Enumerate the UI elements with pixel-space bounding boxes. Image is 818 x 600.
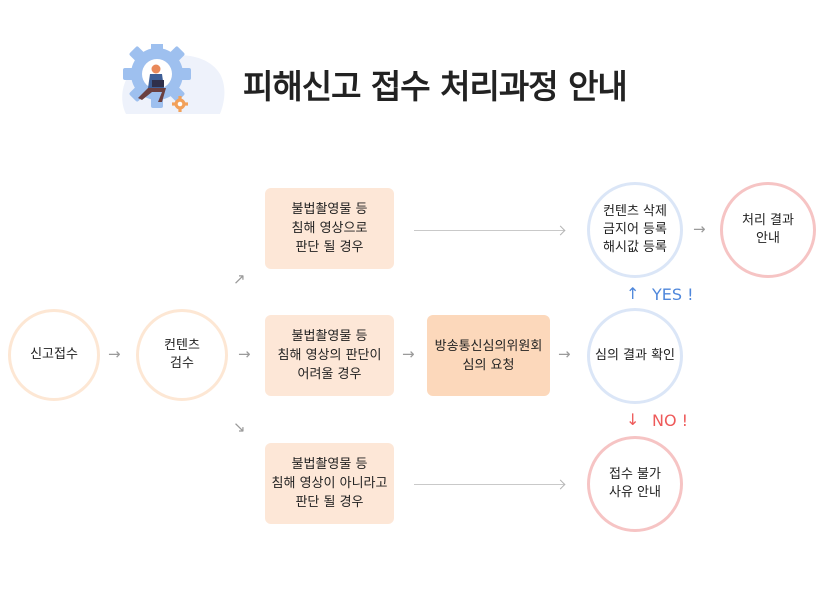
node-check-label: 심의 결과 확인 [594, 348, 676, 363]
node-review-label: 컨텐츠 검수 [164, 338, 200, 371]
arrow-line-bottom [414, 484, 564, 485]
case-bottom-label: 불법촬영물 등 침해 영상이 아니라고 판단 될 경우 [271, 457, 388, 510]
arrow-right-icon: → [693, 220, 706, 238]
node-report-label: 신고접수 [30, 347, 78, 362]
request-label: 방송통신심의위원회 심의 요청 [434, 338, 543, 373]
arrow-line-top [414, 230, 564, 231]
request-box: 방송통신심의위원회 심의 요청 [427, 315, 550, 396]
node-delete: 컨텐츠 삭제 금지어 등록 해시값 등록 [587, 182, 683, 278]
arrow-right-icon: → [238, 345, 251, 363]
node-report: 신고접수 [8, 309, 100, 401]
no-label: NO ! [652, 411, 689, 430]
page-title: 피해신고 접수 처리과정 안내 [243, 67, 628, 106]
yes-label: YES ! [652, 285, 694, 304]
node-notify-label: 처리 결과 안내 [742, 213, 794, 246]
case-mid-label: 불법촬영물 등 침해 영상의 판단이 어려울 경우 [277, 329, 382, 382]
case-mid-box: 불법촬영물 등 침해 영상의 판단이 어려울 경우 [265, 315, 394, 396]
settings-illustration [122, 44, 225, 114]
case-top-box: 불법촬영물 등 침해 영상으로 판단 될 경우 [265, 188, 394, 269]
node-notify: 처리 결과 안내 [720, 182, 816, 278]
arrow-up-icon: ↑ [626, 284, 640, 303]
arrow-down-icon: ↓ [626, 410, 640, 429]
node-review: 컨텐츠 검수 [136, 309, 228, 401]
node-reject: 접수 불가 사유 안내 [587, 436, 683, 532]
arrow-up-right-icon: ↗ [233, 270, 246, 288]
case-top-label: 불법촬영물 등 침해 영상으로 판단 될 경우 [291, 202, 368, 255]
case-bottom-box: 불법촬영물 등 침해 영상이 아니라고 판단 될 경우 [265, 443, 394, 524]
arrow-right-icon: → [402, 345, 415, 363]
arrow-right-icon: → [108, 345, 121, 363]
node-reject-label: 접수 불가 사유 안내 [609, 467, 661, 500]
arrow-right-icon: → [558, 345, 571, 363]
node-delete-label: 컨텐츠 삭제 금지어 등록 해시값 등록 [603, 204, 667, 255]
arrow-down-right-icon: ↘ [233, 418, 246, 436]
node-check: 심의 결과 확인 [587, 308, 683, 404]
